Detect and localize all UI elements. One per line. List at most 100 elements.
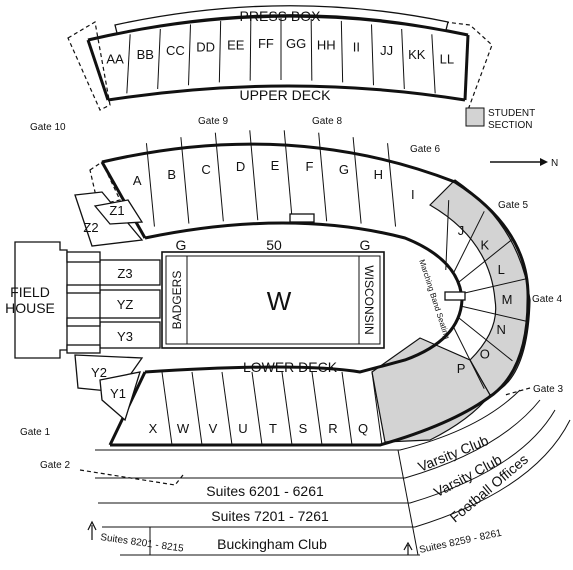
upper-section-BB: BB xyxy=(137,47,154,62)
field-outline xyxy=(161,251,385,349)
lower-section-E: E xyxy=(271,158,280,173)
band-line-4 xyxy=(102,419,571,528)
field-house-label-1: FIELD xyxy=(10,284,50,300)
endzone-east-text: WISCONSIN xyxy=(362,265,376,334)
upper-divider xyxy=(401,28,405,90)
south-bands: Suites 6201 - 6261 Suites 7201 - 7261 Bu… xyxy=(87,389,571,556)
field: W 50 G G BADGERS WISCONSIN Marching Band… xyxy=(161,237,452,349)
gates: Gate 10 Gate 9 Gate 8 Gate 6 Gate 5 Gate… xyxy=(20,116,563,486)
lower-divider xyxy=(341,371,353,446)
lower-divider xyxy=(180,137,190,224)
buckingham-club-label: Buckingham Club xyxy=(217,536,327,552)
lower-divider xyxy=(281,371,293,446)
lower-divider xyxy=(214,132,224,222)
upper-divider xyxy=(249,18,252,81)
lower-section-G: G xyxy=(339,162,349,177)
upper-deck-inner-edge xyxy=(107,84,466,102)
student-section-K: K xyxy=(481,237,490,252)
student-divider xyxy=(462,277,529,294)
student-divider xyxy=(462,306,529,323)
legend-swatch xyxy=(465,107,485,127)
student-section-M: M xyxy=(502,292,513,307)
upper-section-GG: GG xyxy=(286,36,306,51)
section-Z3-shape xyxy=(99,259,161,286)
lower-deck-label: LOWER DECK xyxy=(243,359,338,375)
lower-section-W: W xyxy=(177,421,190,436)
student-section-O: O xyxy=(480,347,490,362)
north-arrow-head-icon xyxy=(540,158,548,166)
press-box xyxy=(114,5,449,34)
upper-divider xyxy=(431,34,436,94)
student-divider xyxy=(445,200,450,271)
gate-9-label: Gate 9 xyxy=(198,116,228,127)
gate-8-label: Gate 8 xyxy=(312,116,342,127)
student-section-J: J xyxy=(458,223,465,238)
lower-divider xyxy=(191,371,203,446)
upper-deck-west-edge xyxy=(86,39,110,101)
field-house-label-2: HOUSE xyxy=(5,300,55,316)
upper-section-JJ: JJ xyxy=(380,43,393,58)
upper-section-FF: FF xyxy=(258,36,274,51)
lower-section-V: V xyxy=(209,421,218,436)
lower-divider xyxy=(371,371,383,446)
north-arrow: N xyxy=(490,158,558,169)
section-Z1-shape xyxy=(93,199,144,225)
tunnel-east xyxy=(444,291,466,301)
field-center-logo: W xyxy=(267,286,292,316)
gate-4-label: Gate 4 xyxy=(532,294,562,305)
lower-section-F: F xyxy=(305,159,313,174)
lower-section-R: R xyxy=(328,421,337,436)
field-house-connectors xyxy=(66,251,101,354)
suites-6201-label: Suites 6201 - 6261 xyxy=(206,483,324,499)
legend-label-1: STUDENT xyxy=(488,108,535,119)
lower-divider xyxy=(311,371,323,446)
gate-1-label: Gate 1 xyxy=(20,427,50,438)
section-Z3: Z3 xyxy=(117,266,132,281)
legend: STUDENT SECTION xyxy=(465,107,535,131)
upper-section-HH: HH xyxy=(317,37,336,52)
upper-section-II: II xyxy=(353,40,360,55)
upper-divider xyxy=(126,34,131,94)
lower-bowl-outer xyxy=(101,142,530,447)
lower-divider xyxy=(161,371,173,446)
section-Y3: Y3 xyxy=(117,329,133,344)
section-YZ: YZ xyxy=(117,297,134,312)
lower-divider xyxy=(318,132,328,222)
lower-divider xyxy=(249,130,259,221)
student-section-N: N xyxy=(496,322,505,337)
lower-section-T: T xyxy=(269,421,277,436)
endzone-west-text: BADGERS xyxy=(170,271,184,330)
lower-section-Q: Q xyxy=(358,421,368,436)
upper-deck-east-edge xyxy=(463,34,470,101)
lower-bowl-nw-edge xyxy=(100,161,147,239)
lower-section-B: B xyxy=(167,167,176,182)
press-box-label: PRESS BOX xyxy=(240,8,322,24)
upper-section-CC: CC xyxy=(166,43,185,58)
upper-section-AA: AA xyxy=(106,52,124,67)
north-arrow-label: N xyxy=(551,158,558,169)
lower-section-C: C xyxy=(201,162,210,177)
lower-bowl-dividers xyxy=(145,130,529,446)
fifty-yard-label: 50 xyxy=(266,237,282,253)
suites-7201-label: Suites 7201 - 7261 xyxy=(211,508,329,524)
suites-8259-label: Suites 8259 - 8261 xyxy=(418,528,503,556)
gate-5-label: Gate 5 xyxy=(498,200,528,211)
section-Z1: Z1 xyxy=(109,203,124,218)
arrow-suites-8201 xyxy=(87,520,97,540)
section-Y1-shape xyxy=(99,371,141,422)
gate-3-path xyxy=(504,387,531,396)
lower-section-X: X xyxy=(149,421,158,436)
lower-divider xyxy=(283,130,293,221)
section-Y2: Y2 xyxy=(91,365,107,380)
lower-divider xyxy=(221,371,233,446)
lower-divider xyxy=(387,143,397,227)
tunnel-north xyxy=(289,213,315,223)
upper-deck-outer-edge xyxy=(87,14,469,42)
band-line-3 xyxy=(98,409,556,504)
student-section-L: L xyxy=(498,262,505,277)
gate-6-label: Gate 6 xyxy=(410,144,440,155)
upper-deck-east-dashed xyxy=(444,21,493,119)
